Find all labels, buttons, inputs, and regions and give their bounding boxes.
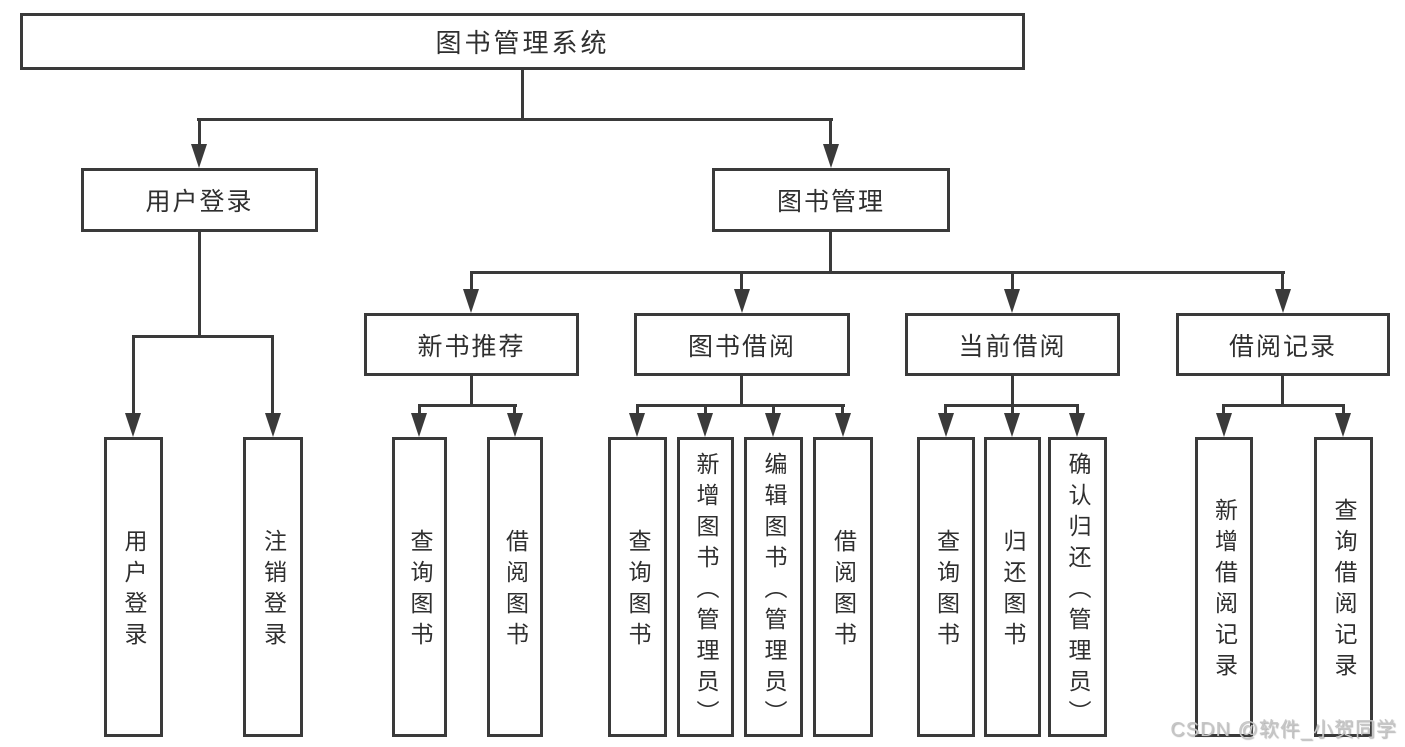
connector-user-login-rail <box>132 335 274 338</box>
leaf-return-books: 归还图书 <box>984 437 1041 737</box>
leaf-logout-label: 注销登录 <box>260 529 287 653</box>
connector-level2-rail <box>470 271 1285 274</box>
connector-drop-query-recommend <box>418 407 421 413</box>
leaf-borrow-books-recommend: 借阅图书 <box>487 437 543 737</box>
leaf-query-books-current-label: 查询图书 <box>933 529 960 653</box>
connector-drop-user-login <box>198 121 201 144</box>
node-library-management-system-label: 图书管理系统 <box>435 28 610 58</box>
connector-drop-edit-books <box>772 407 775 413</box>
connector-new-book-rail <box>418 404 517 407</box>
node-new-book-recommendation: 新书推荐 <box>364 313 579 376</box>
connector-drop-leaf-logout <box>271 338 274 413</box>
arrowhead-borrowing-records <box>1275 289 1291 313</box>
connector-borrowing-records-rail <box>1222 404 1345 407</box>
connector-borrowing-records-stem <box>1281 376 1284 406</box>
node-book-borrowing: 图书借阅 <box>634 313 850 376</box>
node-user-login-label: 用户登录 <box>145 188 254 216</box>
connector-new-book-stem <box>470 376 473 406</box>
arrowhead-query-current <box>938 413 954 437</box>
leaf-edit-books-admin-label: 编辑图书（管理员） <box>761 451 787 731</box>
arrowhead-book-management <box>823 144 839 168</box>
connector-drop-confirm-return <box>1076 407 1079 413</box>
leaf-query-borrow-record: 查询借阅记录 <box>1314 437 1373 737</box>
node-borrowing-records-label: 借阅记录 <box>1228 332 1337 361</box>
connector-drop-borrow-borrowing <box>841 407 844 413</box>
node-user-login: 用户登录 <box>81 168 318 232</box>
leaf-confirm-return-admin-label: 确认归还（管理员） <box>1065 451 1091 731</box>
arrowhead-confirm-return <box>1069 413 1085 437</box>
connector-book-management-stem <box>829 232 832 274</box>
leaf-edit-books-admin: 编辑图书（管理员） <box>744 437 803 737</box>
node-new-book-recommendation-label: 新书推荐 <box>417 332 526 361</box>
node-current-borrowing-label: 当前借阅 <box>958 332 1067 361</box>
arrowhead-add-record <box>1216 413 1232 437</box>
arrowhead-current-borrowing <box>1004 289 1020 313</box>
node-borrowing-records: 借阅记录 <box>1176 313 1390 376</box>
leaf-add-borrow-record: 新增借阅记录 <box>1195 437 1253 737</box>
arrowhead-query-record <box>1335 413 1351 437</box>
arrowhead-leaf-user-login <box>125 413 141 437</box>
leaf-query-books-borrowing: 查询图书 <box>608 437 667 737</box>
connector-drop-return-books <box>1011 407 1014 413</box>
leaf-query-books-current: 查询图书 <box>917 437 975 737</box>
leaf-logout: 注销登录 <box>243 437 303 737</box>
connector-root-stem <box>521 70 524 120</box>
leaf-borrow-books-borrowing-label: 借阅图书 <box>830 529 857 653</box>
leaf-add-books-admin-label: 新增图书（管理员） <box>693 451 719 731</box>
leaf-query-books-recommend-label: 查询图书 <box>407 529 433 653</box>
watermark: CSDN @软件_小贺同学 <box>1170 719 1397 741</box>
arrowhead-user-login <box>191 144 207 168</box>
connector-user-login-stem <box>198 232 201 337</box>
arrowhead-query-recommend <box>411 413 427 437</box>
connector-current-borrowing-rail <box>944 404 1079 407</box>
arrowhead-return-books <box>1004 413 1020 437</box>
arrowhead-edit-books <box>765 413 781 437</box>
arrowhead-add-books <box>697 413 713 437</box>
connector-drop-borrow-recommend <box>513 407 516 413</box>
leaf-add-borrow-record-label: 新增借阅记录 <box>1211 498 1238 684</box>
connector-book-borrowing-stem <box>740 376 743 406</box>
arrowhead-book-borrowing <box>734 289 750 313</box>
connector-drop-book-management <box>829 121 832 144</box>
arrowhead-new-book <box>463 289 479 313</box>
connector-drop-add-books <box>704 407 707 413</box>
connector-drop-new-book <box>470 274 473 289</box>
connector-level1-rail <box>197 118 833 121</box>
arrowhead-query-borrowing <box>629 413 645 437</box>
node-book-management: 图书管理 <box>712 168 950 232</box>
arrowhead-borrow-recommend <box>507 413 523 437</box>
connector-drop-book-borrowing <box>740 274 743 289</box>
leaf-user-login-label: 用户登录 <box>121 529 147 653</box>
leaf-borrow-books-recommend-label: 借阅图书 <box>502 529 529 653</box>
leaf-query-books-recommend: 查询图书 <box>392 437 447 737</box>
arrowhead-leaf-logout <box>265 413 281 437</box>
connector-book-borrowing-rail <box>636 404 845 407</box>
node-book-borrowing-label: 图书借阅 <box>687 332 796 361</box>
leaf-add-books-admin: 新增图书（管理员） <box>677 437 734 737</box>
connector-drop-query-borrowing <box>636 407 639 413</box>
leaf-user-login: 用户登录 <box>104 437 163 737</box>
leaf-query-borrow-record-label: 查询借阅记录 <box>1331 498 1357 684</box>
leaf-borrow-books-borrowing: 借阅图书 <box>813 437 873 737</box>
connector-drop-current-borrowing <box>1011 274 1014 289</box>
leaf-confirm-return-admin: 确认归还（管理员） <box>1048 437 1107 737</box>
connector-drop-add-record <box>1222 407 1225 413</box>
leaf-query-books-borrowing-label: 查询图书 <box>625 529 651 653</box>
connector-drop-query-record <box>1342 407 1345 413</box>
connector-drop-query-current <box>944 407 947 413</box>
node-current-borrowing: 当前借阅 <box>905 313 1120 376</box>
node-library-management-system: 图书管理系统 <box>20 13 1025 70</box>
node-book-management-label: 图书管理 <box>776 188 885 216</box>
arrowhead-borrow-borrowing <box>835 413 851 437</box>
leaf-return-books-label: 归还图书 <box>1000 529 1026 653</box>
connector-current-borrowing-stem <box>1011 376 1014 406</box>
connector-drop-leaf-user-login <box>132 338 135 413</box>
connector-drop-borrowing-records <box>1281 274 1284 289</box>
